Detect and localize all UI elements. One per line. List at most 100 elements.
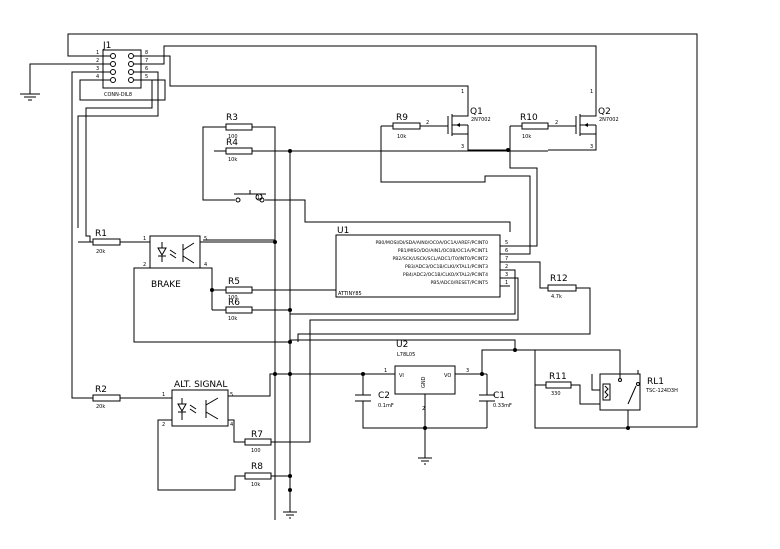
j1-value: CONN-DIL8 [104,92,132,98]
q2-pin-label: 1 [590,89,593,95]
r9-ref: R9 [396,113,408,123]
r6-ref: R6 [228,298,240,308]
r3-ref: R3 [226,113,238,123]
j1-pin-label: 7 [145,58,148,64]
resistor-r7: R7 100 [244,430,272,454]
ground-symbol [283,506,297,519]
mosfet-q2: Q2 2N7002 1 2 3 [555,89,619,150]
q2-pin-label: 2 [555,120,558,126]
r1-value: 20k [96,249,105,255]
u1-ref: U1 [337,226,349,236]
junction [273,240,277,244]
u2-value: L78L05 [397,352,415,358]
mosfet-q1: Q1 2N7002 1 2 3 [426,89,491,150]
resistor-r3: R3 100 [225,113,253,140]
r7-ref: R7 [251,430,263,440]
u1-value: ATTINY85 [338,291,362,297]
u2-pin-number: 2 [422,406,425,412]
microcontroller-u1: U1 ATTINY85 PB0/MOSI/DI/SDA/AIN0/OC0A/OC… [335,226,510,298]
c1-value: 0.33mF [493,403,512,409]
resistor-r12: R12 4.7k [547,274,577,300]
r11-value: 330 [551,391,561,397]
junctions [210,148,630,492]
switch-pin-label: 1 [257,195,260,201]
push-switch: 1 [234,190,266,203]
u2-pin-name: VI [399,373,404,379]
capacitor-c2: C2 0.1mF [355,390,394,409]
j1-pin-label: 2 [96,58,99,64]
ground-symbol [418,457,432,465]
relay-rl1: RL1 TSC-124D3H [599,368,678,411]
u1-pin-number: 2 [505,264,508,270]
u1-pin-name: PB1/MISO/DO/AIN1/OC0B/OC1A/PCINT1 [398,248,488,254]
r1-ref: R1 [95,229,107,239]
resistor-r5: R5 100 [225,277,253,301]
brake-pin-label: 2 [143,262,146,268]
u1-pin-name: PB0/MOSI/DI/SDA/AIN0/OC0A/OC1A/AREF/PCIN… [376,240,489,246]
resistor-r4: R4 10k [225,138,253,163]
alt-signal-pin-label: 1 [162,392,165,398]
u1-pin-number: 7 [505,256,508,262]
q2-pin-label: 3 [590,144,593,150]
rl1-value: TSC-124D3H [645,388,678,394]
u1-pin-number: 1 [505,280,508,286]
alt-signal-pin-label: 2 [162,422,165,428]
connector-j1: J1 CONN-DIL8 1 2 3 4 8 7 6 5 [95,41,152,98]
capacitor-c1: C1 0.33mF [479,390,512,409]
r11-ref: R11 [549,372,567,382]
c1-ref: C1 [493,391,505,401]
q1-pin-label: 2 [426,120,429,126]
junction [288,488,292,492]
r12-ref: R12 [550,274,568,284]
alt-signal-pin-label: 4 [230,422,233,428]
rl1-ref: RL1 [647,377,664,387]
r2-value: 20k [96,404,105,410]
regulator-u2: U2 L78L05 VI VO GND 1 2 3 [384,340,469,412]
r6-value: 10k [228,316,237,322]
junction [288,474,292,478]
r4-value: 10k [228,157,237,163]
q2-value: 2N7002 [599,117,619,123]
optocoupler-alt-signal: ALT. SIGNAL 1 2 4 5 [160,380,233,428]
brake-pin-label: 4 [204,262,207,268]
resistor-r6: R6 10k [225,298,253,322]
u1-pin-name: PB2/SCK/USCK/SCL/ADC1/T0/INT0/PCINT2 [392,256,488,262]
junction [273,372,277,376]
brake-label: BRAKE [151,280,181,290]
j1-pin-label: 6 [145,66,148,72]
r12-value: 4.7k [551,294,562,300]
j1-pin-label: 3 [96,66,99,72]
u1-pin-name: PB3/ADC3/OC1B/CLKI/XTAL1/PCINT3 [405,264,488,270]
j1-pin-label: 5 [145,74,148,80]
u1-pin-number: 5 [505,240,508,246]
u2-pin-name: GND [421,376,427,388]
junction [361,372,365,376]
resistor-r10: R10 10k [520,113,549,140]
junction [288,308,292,312]
resistor-r2: R2 20k [92,385,121,410]
brake-pin-label: 5 [204,236,207,242]
u1-pin-number: 6 [505,248,508,254]
r4-ref: R4 [226,138,238,148]
u2-pin-name: VO [444,373,451,379]
junction [423,426,427,430]
resistor-r9: R9 10k [392,113,421,140]
j1-pin-label: 4 [96,74,99,80]
c2-value: 0.1mF [378,403,394,409]
junction [210,288,214,292]
junction [513,348,517,352]
alt-signal-label: ALT. SIGNAL [174,380,227,390]
junction [288,149,292,153]
u2-ref: U2 [396,340,408,350]
q1-ref: Q1 [470,107,483,117]
ground-symbol [20,93,40,101]
q1-pin-label: 1 [461,89,464,95]
r9-value: 10k [397,134,406,140]
u1-pin-number: 3 [505,272,508,278]
j1-ref: J1 [102,41,111,51]
r10-value: 10k [522,134,531,140]
resistor-r11: R11 330 [545,372,572,397]
r3-value: 100 [228,134,238,140]
u1-pin-name: PB4/ADC2/OC1B/CLKO/XTAL2/PCINT4 [403,272,488,278]
